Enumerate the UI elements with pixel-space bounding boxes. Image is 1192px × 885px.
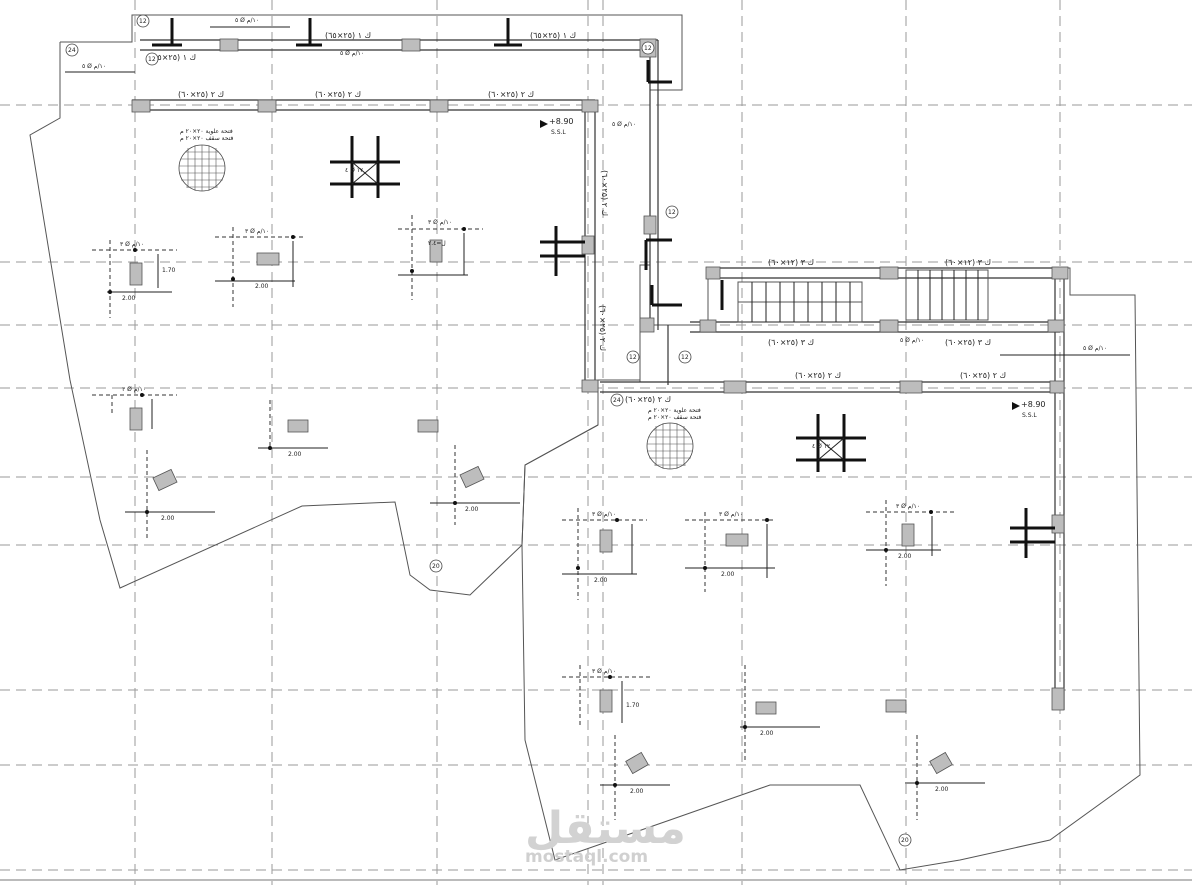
beam-label-top-3: ك ١ (٢٥×٦٥) <box>530 31 576 40</box>
thickness-tags: 12 24 12 12 12 12 12 24 20 20 <box>65 14 912 847</box>
rebar-label-a: ٣ Ø ١٠/م <box>120 241 144 248</box>
dim-label-i: 2.00 <box>898 553 912 560</box>
rebar-label-top-1: ٥ Ø ١٠/م <box>235 17 259 24</box>
beam-label-right-1: ك ٢ (٢٥×٦٠) <box>600 170 609 216</box>
tag-12-f: 12 <box>681 354 689 361</box>
rebar-label-top-2: ٥ Ø ١٠/م <box>340 50 364 57</box>
dim-label-b: 1.70 <box>162 267 176 274</box>
rebar-label-h: ٣ Ø ١٠/م <box>592 668 616 675</box>
dim-label-e: 2.00 <box>161 515 175 522</box>
rebar-label-b: ٣ Ø ١٠/م <box>245 228 269 235</box>
stair <box>737 269 989 323</box>
beam-label-right-2: ك ٢ (٢٥×٦٠) <box>598 305 607 351</box>
beam-label-mid-1: ك ٣ (٢٥×٦٠) <box>768 338 814 347</box>
dim-label-f: 2.00 <box>465 506 479 513</box>
level-value-a: +8.90 <box>549 117 574 126</box>
rebar-label-box-1: ٤ Ø ١٢ <box>345 167 363 174</box>
rebar-label-side-1: ٥ Ø ١٠/م <box>612 121 636 128</box>
beam-label-mid-2: ك ٣ (٢٥×٦٠) <box>945 338 991 347</box>
beam-label-low-2: ك ٢ (٢٥×٦٠) <box>795 371 841 380</box>
rebar-boxes <box>152 18 1055 558</box>
level-marker-icon <box>1012 402 1020 410</box>
beam-label-row-3: ك ٢ (٢٥×٦٠) <box>488 90 534 99</box>
beam-label-stair-2: ك ٣ (١٢×٦٠) <box>945 258 991 267</box>
dim-label-m: 2.00 <box>935 786 949 793</box>
level-markers: +8.90 S.S.L +8.90 S.S.L <box>540 117 1046 419</box>
dim-label-l: 2.00 <box>630 788 644 795</box>
beam-labels: ك ١ (٢٥×٦٥) ك ١ (٢٥×٦٥) ك ١ (٢٥×٦٥) ك ٢ … <box>65 17 1130 450</box>
watermark-arabic: مستقل <box>525 803 686 854</box>
tag-20-b: 20 <box>901 837 909 844</box>
dim-label-d: 2.00 <box>288 451 302 458</box>
rebar-label-c: ٣ Ø ١٠/م <box>428 219 452 226</box>
beam-label-row-2: ك ٢ (٢٥×٦٠) <box>315 90 361 99</box>
tag-24-a: 24 <box>68 47 76 54</box>
beam-label-low-3: ك ٢ (٢٥×٦٠) <box>960 371 1006 380</box>
dim-label-a: 2.00 <box>122 295 136 302</box>
watermark-latin: mostaql.com <box>525 847 648 867</box>
dim-label-c: 2.00 <box>255 283 269 290</box>
tag-12-e: 12 <box>629 354 637 361</box>
opening-note-1: فتحة علوية ٢٠×٢٠ م <box>180 128 233 135</box>
level-value-b: +8.90 <box>1021 400 1046 409</box>
rebar-label-d: ٣ Ø ١٠/م <box>122 386 146 393</box>
beam-label-top-2: ك ١ (٢٥×٦٥) <box>325 31 371 40</box>
rebar-label-top-3: ٥ Ø ١٠/م <box>82 63 106 70</box>
columns <box>129 38 1069 775</box>
dim-label-k: 2.00 <box>760 730 774 737</box>
tag-12-b: 12 <box>148 56 156 63</box>
slab-outlines <box>29 14 1141 871</box>
beam-label-low-1: ك ٢ (٢٥×٦٠) <box>625 395 671 404</box>
dim-label-j: 1.70 <box>626 702 640 709</box>
watermark: مستقل mostaql.com <box>525 803 686 867</box>
rebar-label-side-2: ٥ Ø ١٠/م <box>900 337 924 344</box>
beam-label-row-1: ك ٢ (٢٥×٦٠) <box>178 90 224 99</box>
rebar-label-e: ٣ Ø ١٠/م <box>592 511 616 518</box>
rebar-label-box-2: ٤ Ø ١٢ <box>812 443 830 450</box>
slab-details: ٣ Ø ١٠/م 2.00 1.70 ٣ Ø ١٠/م 2.00 ٣ Ø ١٠/… <box>92 215 985 820</box>
opening-note-2: فتحة سقف ٢٠×٢٠ م <box>180 135 234 142</box>
rebar-label-g: ٣ Ø ١٠/م <box>896 503 920 510</box>
level-marker-icon <box>540 120 548 128</box>
level-ref-a: S.S.L <box>551 129 566 136</box>
tag-24-b: 24 <box>613 397 621 404</box>
opening-note-4: فتحة سقف ٢٠×٢٠ م <box>648 414 702 421</box>
rebar-label-side-3: ٥ Ø ١٠/م <box>1083 345 1107 352</box>
beam-label-top-1: ك ١ (٢٥×٦٥) <box>150 53 196 62</box>
dim-label-h: 2.00 <box>721 571 735 578</box>
tag-20-a: 20 <box>432 563 440 570</box>
beam-label-stair-1: ك ٣ (١٢×٦٠) <box>768 258 814 267</box>
opening-note-3: فتحة علوية ٢٠×٢٠ م <box>648 407 701 414</box>
level-ref-b: S.S.L <box>1022 412 1037 419</box>
tag-12-a: 12 <box>139 18 147 25</box>
slab-label-a: ل=٢.٤ <box>428 240 446 247</box>
slab-openings: فتحة علوية ٢٠×٢٠ م فتحة سقف ٢٠×٢٠ م فتحة… <box>178 128 702 470</box>
tag-12-d: 12 <box>668 209 676 216</box>
tag-12-c: 12 <box>644 45 652 52</box>
dim-label-g: 2.00 <box>594 577 608 584</box>
rebar-label-f: ٣ Ø ١٠/م <box>719 511 743 518</box>
